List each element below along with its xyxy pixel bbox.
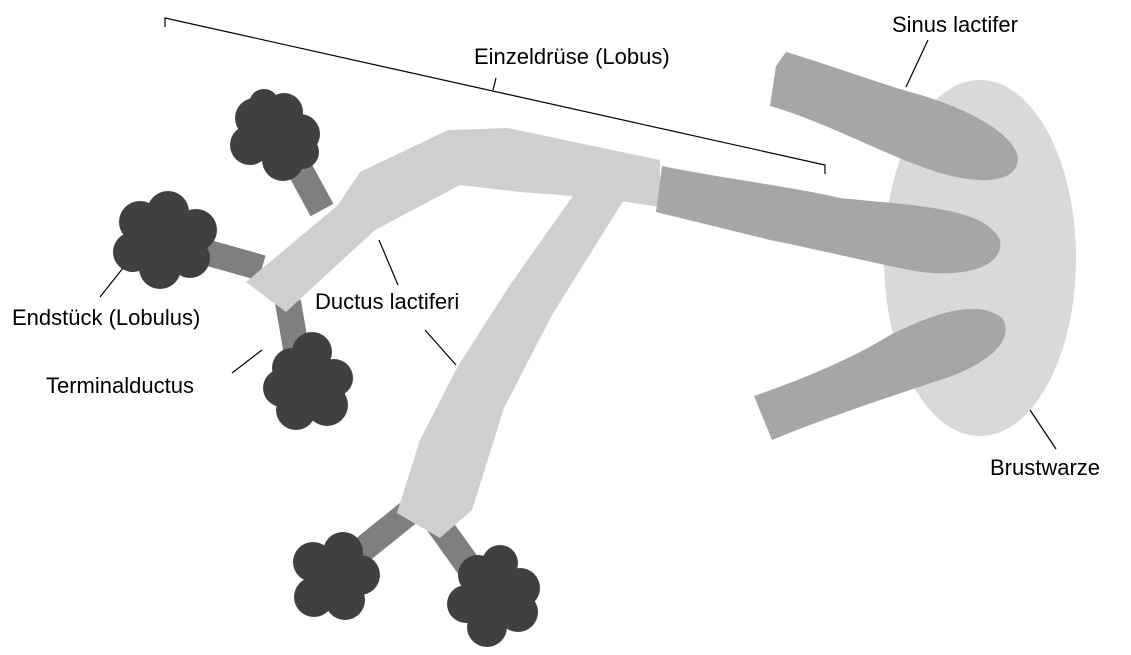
- terminal-duct-top: [298, 166, 322, 210]
- lobulus-top: [230, 89, 320, 181]
- sinus-lactifer-label: Sinus lactifer: [892, 14, 1018, 36]
- brustwarze-leader: [1030, 410, 1056, 449]
- sinus-leader: [906, 40, 928, 87]
- lobus-bracket-tick: [493, 78, 496, 90]
- terminalductus-label: Terminalductus: [46, 375, 194, 397]
- endstueck-label: Endstück (Lobulus): [12, 307, 200, 329]
- ductus-leader-upper: [379, 240, 398, 285]
- lobulus-left: [113, 191, 217, 289]
- terminal-leader: [232, 350, 262, 373]
- ductus-lactiferi-label: Ductus lactiferi: [315, 291, 459, 313]
- ductus-leader-lower: [425, 330, 456, 365]
- ductus-lower-branch: [397, 190, 630, 538]
- lobus-label: Einzeldrüse (Lobus): [474, 46, 670, 68]
- lobulus-lower-left: [263, 332, 353, 430]
- brustwarze-label: Brustwarze: [990, 457, 1100, 479]
- endstueck-leader: [100, 268, 123, 297]
